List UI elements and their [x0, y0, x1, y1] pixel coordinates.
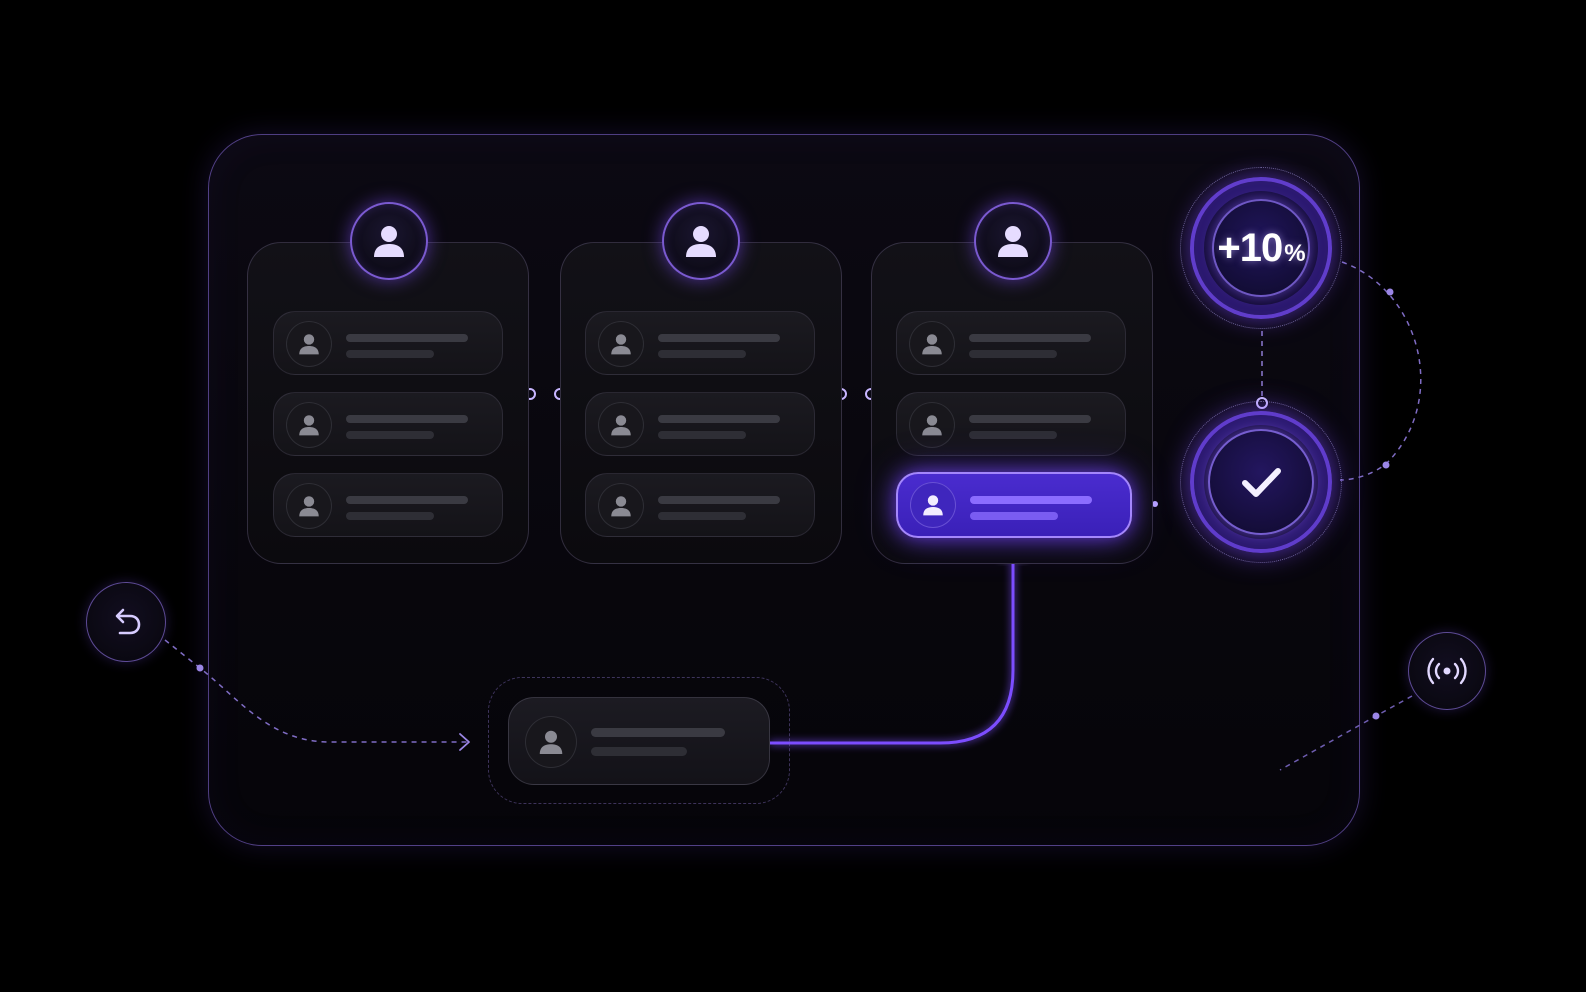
user-icon	[299, 334, 319, 355]
user-icon	[686, 226, 716, 257]
percent-unit: %	[1284, 239, 1305, 267]
member-row[interactable]	[273, 311, 503, 375]
member-role-placeholder	[658, 512, 746, 520]
member-row[interactable]	[585, 392, 815, 456]
member-name-placeholder	[658, 496, 780, 504]
user-icon	[922, 334, 942, 355]
member-role-placeholder	[591, 747, 687, 756]
checkmark-icon	[1242, 468, 1281, 497]
member-name-placeholder	[346, 334, 468, 342]
member-row[interactable]	[585, 473, 815, 537]
member-avatar	[598, 483, 644, 529]
team-avatar-3[interactable]	[974, 202, 1052, 280]
member-name-placeholder	[970, 496, 1092, 504]
member-avatar	[286, 483, 332, 529]
member-role-placeholder	[346, 350, 434, 358]
member-role-placeholder	[658, 431, 746, 439]
user-icon	[611, 496, 631, 517]
broadcast-signal-icon	[1427, 657, 1467, 685]
member-role-placeholder	[969, 431, 1057, 439]
pending-dropzone[interactable]	[488, 677, 790, 804]
member-avatar	[598, 321, 644, 367]
member-role-placeholder	[346, 512, 434, 520]
user-icon	[611, 334, 631, 355]
member-name-placeholder	[658, 415, 780, 423]
member-row[interactable]	[896, 311, 1126, 375]
member-name-placeholder	[658, 334, 780, 342]
member-avatar	[286, 321, 332, 367]
team-avatar-1[interactable]	[350, 202, 428, 280]
member-row[interactable]	[273, 392, 503, 456]
user-icon	[299, 415, 319, 436]
user-icon	[998, 226, 1028, 257]
member-role-placeholder	[658, 350, 746, 358]
confirm-button[interactable]	[1190, 411, 1332, 553]
member-avatar	[909, 321, 955, 367]
broadcast-button[interactable]	[1408, 632, 1486, 710]
undo-button[interactable]	[86, 582, 166, 662]
member-name-placeholder	[346, 415, 468, 423]
percent-badge: +10%	[1190, 177, 1332, 319]
member-name-placeholder	[969, 415, 1091, 423]
team-avatar-2[interactable]	[662, 202, 740, 280]
user-icon	[923, 495, 943, 516]
member-avatar	[525, 716, 577, 768]
member-row-selected[interactable]	[896, 472, 1132, 538]
member-row[interactable]	[585, 311, 815, 375]
member-row[interactable]	[896, 392, 1126, 456]
user-icon	[611, 415, 631, 436]
undo-arrow-icon	[115, 608, 141, 635]
user-icon	[299, 496, 319, 517]
confirm-badge-ring	[1180, 401, 1342, 563]
member-avatar	[286, 402, 332, 448]
pending-member-row[interactable]	[508, 697, 770, 785]
member-role-placeholder	[346, 431, 434, 439]
percent-badge-ring	[1180, 167, 1342, 329]
user-icon	[922, 415, 942, 436]
member-avatar	[598, 402, 644, 448]
member-name-placeholder	[346, 496, 468, 504]
member-avatar	[909, 402, 955, 448]
user-icon	[374, 226, 404, 257]
user-icon	[539, 730, 563, 754]
member-row[interactable]	[273, 473, 503, 537]
member-name-placeholder	[591, 728, 725, 737]
percent-value: +10%	[1217, 225, 1305, 270]
member-name-placeholder	[969, 334, 1091, 342]
member-role-placeholder	[970, 512, 1058, 520]
member-role-placeholder	[969, 350, 1057, 358]
member-avatar	[910, 482, 956, 528]
